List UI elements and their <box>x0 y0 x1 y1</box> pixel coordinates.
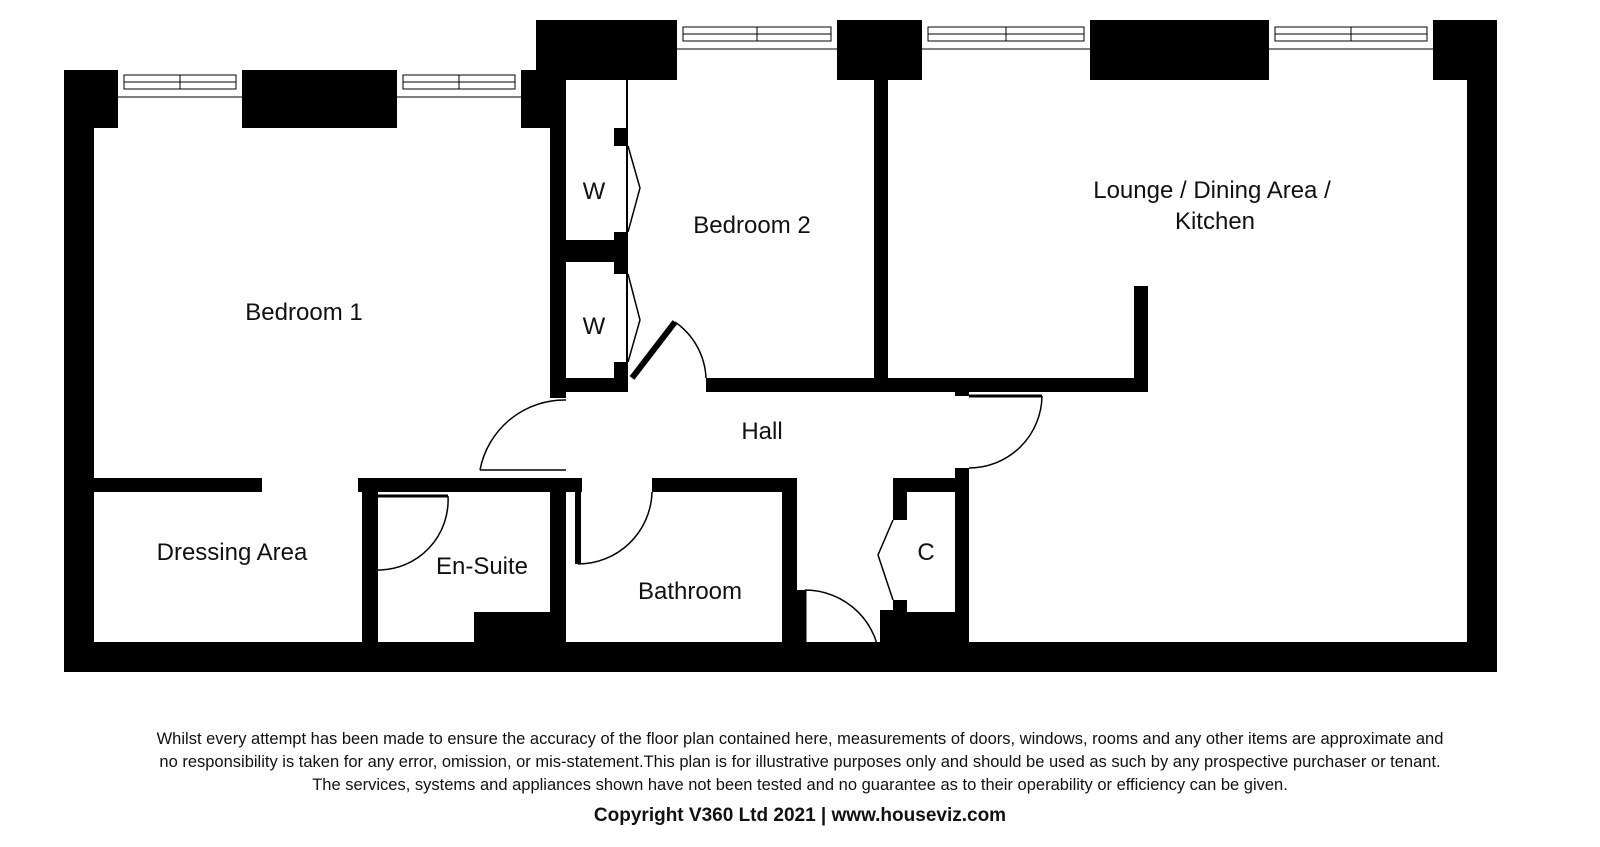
exterior-walls <box>64 20 1497 672</box>
door-en-suite <box>377 494 449 571</box>
disclaimer-line-2: no responsibility is taken for any error… <box>159 753 1441 771</box>
disclaimer: Whilst every attempt has been made to en… <box>40 728 1560 797</box>
windows <box>118 18 1433 128</box>
window-lounge-right <box>1269 18 1433 80</box>
label-wardrobe-1: W <box>583 178 606 205</box>
label-bathroom: Bathroom <box>638 578 742 605</box>
window-lounge-left <box>922 18 1090 80</box>
window-bedroom1-right <box>397 68 521 128</box>
label-bedroom-2: Bedroom 2 <box>693 212 810 239</box>
label-hall: Hall <box>741 418 782 445</box>
door-wardrobe-1 <box>627 145 641 233</box>
door-wardrobe-2 <box>627 273 641 363</box>
door-bathroom <box>575 491 653 565</box>
door-entrance <box>803 589 881 670</box>
interior-walls <box>94 80 1148 670</box>
disclaimer-line-3: The services, systems and appliances sho… <box>312 776 1288 794</box>
label-cupboard: C <box>917 539 934 566</box>
doors <box>377 145 1043 670</box>
copyright-notice: Copyright V360 Ltd 2021 | www.houseviz.c… <box>593 805 1007 826</box>
door-bedroom2 <box>629 320 707 380</box>
window-bedroom1-left <box>118 68 242 128</box>
disclaimer-line-1: Whilst every attempt has been made to en… <box>156 730 1444 748</box>
label-dressing-area: Dressing Area <box>157 539 308 566</box>
window-bedroom2 <box>677 18 837 80</box>
door-bedroom1 <box>479 399 567 471</box>
label-en-suite: En-Suite <box>436 553 528 580</box>
label-lounge-line1: Lounge / Dining Area / <box>1093 177 1331 204</box>
label-wardrobe-2: W <box>583 313 606 340</box>
label-lounge-line2: Kitchen <box>1175 208 1255 235</box>
door-cupboard <box>877 519 894 601</box>
door-lounge <box>968 394 1043 469</box>
label-bedroom-1: Bedroom 1 <box>245 299 362 326</box>
room-labels: Bedroom 1 Bedroom 2 Lounge / Dining Area… <box>157 177 1331 605</box>
